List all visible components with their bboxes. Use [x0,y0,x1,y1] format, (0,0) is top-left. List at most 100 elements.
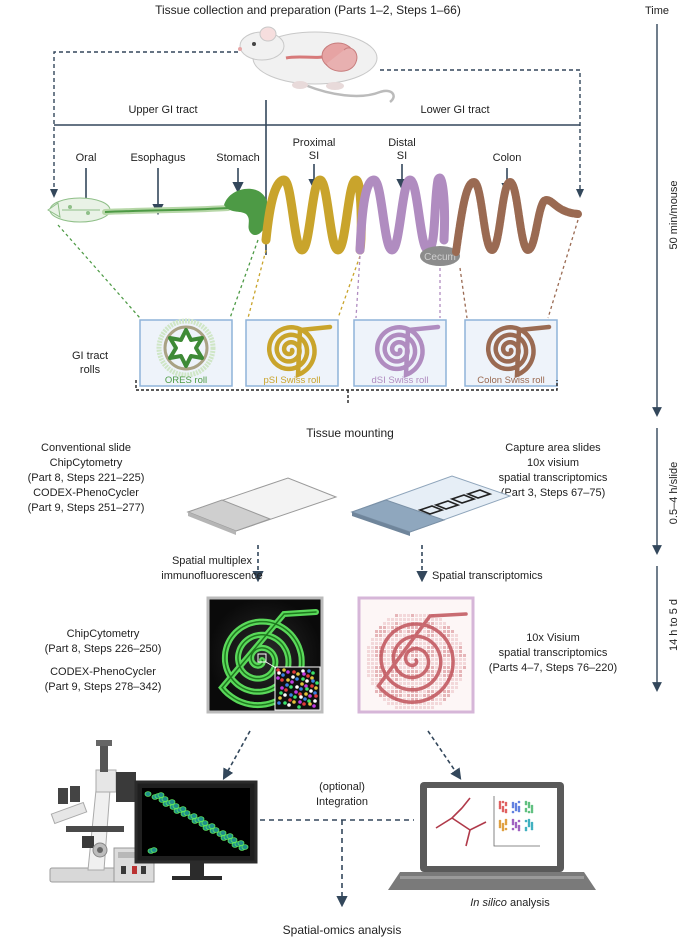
visium-spot [455,654,458,657]
visium-spot [411,642,414,645]
visium-spot [399,618,402,621]
monitor-cell [161,796,169,802]
visium-spot [371,666,374,669]
visium-spot [391,634,394,637]
visium-spot [443,670,446,673]
cluster-point [527,803,531,807]
visium-spot [415,694,418,697]
visium-spot [447,694,450,697]
imaging-right-text: 10x Visium spatial transcriptomics (Part… [489,632,617,674]
visium-spot [423,666,426,669]
visium-spot [411,626,414,629]
integration-label: Integration [316,796,368,808]
visium-spot [399,622,402,625]
monitor-cell [183,810,191,816]
visium-spot [419,706,422,709]
monitor-cell [172,803,180,809]
visium-spot [431,654,434,657]
visium-spot [383,686,386,689]
visium-spot [375,690,378,693]
visium-spot [383,666,386,669]
cluster-point [498,800,502,804]
visium-spot [383,634,386,637]
visium-steps: (Part 3, Steps 67–75) [501,487,606,499]
distal-si-label-2: SI [397,150,407,162]
visium-spot [411,658,414,661]
visium-spot [383,654,386,657]
visium-spot [423,690,426,693]
visium-spot [387,622,390,625]
visium-spot [415,678,418,681]
rolls-bracket [135,380,558,405]
visium-spot [455,658,458,661]
cluster-point [501,807,505,811]
visium-spot [391,650,394,653]
cluster-point [504,808,508,812]
visium-spot [391,670,394,673]
visium-spot [443,698,446,701]
inset-cell [286,670,290,674]
visium-spot [411,614,414,617]
visium-spot [411,706,414,709]
visium-spot [435,650,438,653]
visium-spot [407,670,410,673]
cluster-point [514,825,518,829]
visium-spot [403,678,406,681]
monitor-cell [157,792,165,798]
visium-spot [447,638,450,641]
visium-spot [387,698,390,701]
visium-spot [415,670,418,673]
inset-cell [311,671,315,675]
monitor-cell [190,813,198,819]
cluster-point [501,824,505,828]
distal-si-label-1: Distal [388,137,416,149]
visium-spot [411,694,414,697]
visium-spot [419,618,422,621]
visium-spot [407,686,410,689]
visium-spot [407,678,410,681]
visium-spot [419,682,422,685]
visium-spot [395,614,398,617]
visium-spot [383,626,386,629]
visium-spot [399,694,402,697]
visium-spot [455,670,458,673]
visium-spot [403,630,406,633]
spatial-transcriptomics-label: spatial transcriptomics [499,472,608,484]
visium-spot [391,690,394,693]
visium-spot [423,626,426,629]
visium-spot [463,666,466,669]
monitor-cell [150,847,158,853]
visium-spot [395,638,398,641]
timeline-stage2: 0.5–4 h/slide [668,462,680,524]
visium-spot [395,642,398,645]
esophagus-label: Esophagus [130,152,186,164]
chipcytometry-steps: (Part 8, Steps 221–225) [28,472,145,484]
timeline-stage1: 50 min/mouse [668,180,680,249]
visium-spot [367,646,370,649]
visium-spot [435,698,438,701]
cluster-point [530,825,534,829]
visium-spot [403,662,406,665]
visium-spot [411,618,414,621]
visium-spot [391,686,394,689]
trajectory-plot [435,797,487,847]
inset-cell [289,685,293,689]
cluster-point [501,800,505,804]
visium-spot [435,654,438,657]
mouse-illustration [238,26,395,103]
visium-spot [387,702,390,705]
visium-spot [371,670,374,673]
cluster-point [517,826,521,830]
visium-spot [415,666,418,669]
cluster-point [511,801,515,805]
visium-spot [415,638,418,641]
visium-spot [391,646,394,649]
visium-spot [379,694,382,697]
inset-cell [280,678,284,682]
monitor-cell [219,830,227,836]
cluster-point [530,806,534,810]
visium-spot [427,630,430,633]
cluster-point [511,827,515,831]
cluster-point [504,810,508,814]
integration-optional: (optional) [319,781,365,793]
